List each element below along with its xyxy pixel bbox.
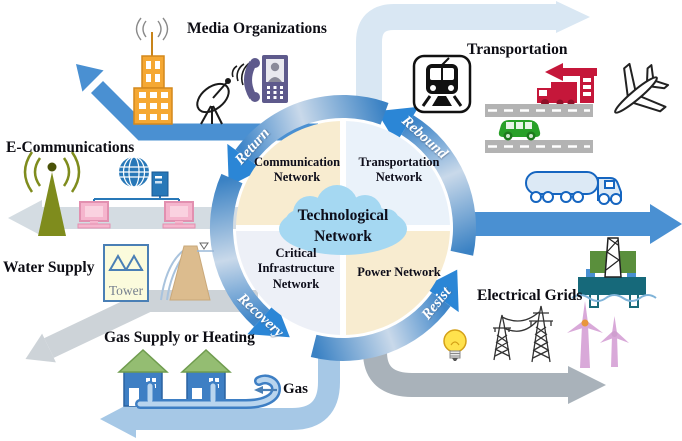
ring-arrowhead-resist [423,269,459,313]
wind-turbine-icon [567,301,603,368]
quadrant-critical-infrastructure [236,228,343,335]
quadrant-label-line: Infrastructure [257,261,335,276]
airplane-icon [614,62,670,114]
label-gas: Gas [283,381,309,397]
label-gas-supply-or-heating: Gas Supply or Heating [104,329,255,346]
quadrant-label-line: Power Network [357,265,441,279]
ring-segment-recovery [209,173,270,327]
broadcast-building-icon [133,17,173,125]
center-label-line: Network [314,227,372,245]
ring-segment-resist [310,292,451,361]
top-rebound-arrow [356,1,590,112]
transport-right-arrow [460,204,682,244]
desktop-computer-icon [162,201,196,229]
quadrant-label-line: Network [375,170,423,185]
quadrant-label-line: Network [272,276,320,291]
house-icon [117,348,169,407]
car-icon [498,120,541,141]
mobile-phone-icon [244,55,288,103]
water-tower-label: Tower [109,283,144,298]
dam-icon [160,242,214,301]
radio-antenna-icon [23,151,81,236]
cloud-shape [279,185,407,255]
quadrant-label-line: Transportation [358,155,440,169]
ring-segment-return [235,94,389,164]
wind-turbine-icon [600,316,629,367]
quadrant-label-transportation: Transportation Network [343,155,455,186]
internet-globe-icon [119,156,149,188]
ring-segment-rebound [401,115,477,256]
label-media-organizations: Media Organizations [187,20,327,37]
quadrant-label-power: Power Network [343,265,455,280]
satellite-dish-icon [196,61,252,125]
quadrant-label-line: Critical [275,246,317,260]
road-icon [485,140,593,153]
center-label-line: Technological [297,207,389,224]
cargo-truck-icon [537,63,597,107]
network-server-icon [151,171,169,197]
water-tower-icon: Tower [103,244,149,302]
road-icon [485,104,593,117]
quadrant-label-line: Network [273,170,321,185]
label-water-supply: Water Supply [3,259,95,276]
train-icon [412,54,472,114]
ring-arrowhead-return [227,143,263,187]
ring-arrowhead-rebound [376,106,419,144]
center-label-technological-network: Technological Network [281,206,405,248]
tanker-truck-icon [525,171,622,205]
house-icon [180,348,232,407]
label-transportation: Transportation [467,41,568,58]
desktop-computer-icon [77,201,111,229]
label-e-communications: E-Communications [6,139,135,156]
quadrant-label-communication: Communication Network [238,155,356,186]
electrical-grids-arrow [363,344,606,404]
light-bulb-icon [443,329,467,361]
quadrant-label-line: Communication [253,155,341,169]
quadrant-power [343,228,450,335]
oil-platform-icon [571,237,657,308]
gas-supply-arrow [100,352,340,438]
quadrant-label-critical-infrastructure: Critical Infrastructure Network [240,246,352,292]
transmission-towers-icon [493,305,553,363]
gas-pointer-arrow [254,386,277,394]
label-electrical-grids: Electrical Grids [477,287,583,304]
